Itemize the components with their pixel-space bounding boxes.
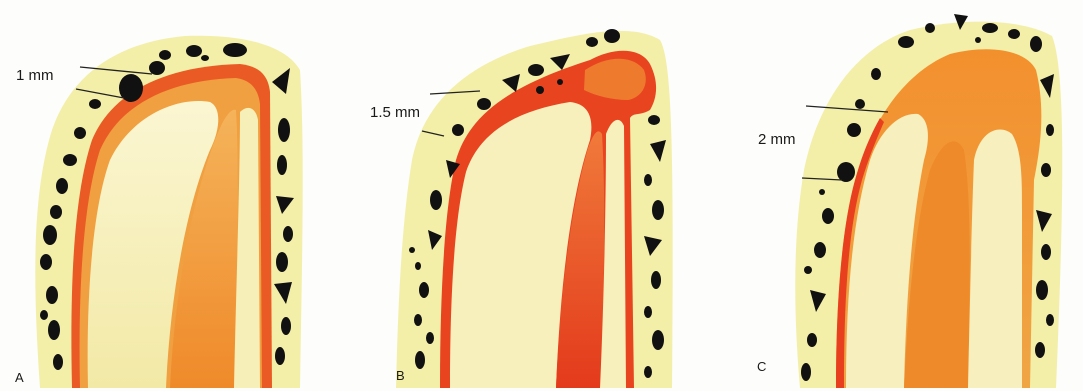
measurement-label-a: 1 mm <box>16 67 54 84</box>
panel-letter-c: C <box>757 359 766 374</box>
panel-b: 1.5 mm B <box>370 29 673 388</box>
panel-letter-b: B <box>396 368 405 383</box>
pulp-right-c <box>968 130 1022 388</box>
measurement-label-c: 2 mm <box>758 131 796 148</box>
measurement-label-b: 1.5 mm <box>370 104 420 121</box>
panel-a: 1 mm A <box>15 36 303 388</box>
panel-c: 2 mm C <box>757 14 1062 388</box>
panel-letter-a: A <box>15 370 24 385</box>
